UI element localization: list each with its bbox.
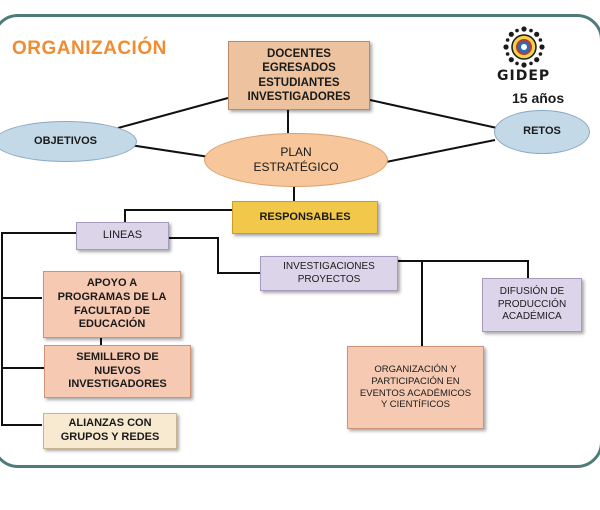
link-members-retos xyxy=(369,99,498,129)
semillero-box: SEMILLERO DE NUEVOS INVESTIGADORES xyxy=(44,345,191,398)
organizacion-box: ORGANIZACIÓN Y PARTICIPACIÓN EN EVENTOS … xyxy=(347,346,484,429)
investigaciones-box: INVESTIGACIONES PROYECTOS xyxy=(260,256,398,291)
page-title: ORGANIZACIÓN xyxy=(12,38,167,59)
left-bracket xyxy=(1,232,76,426)
plan-ellipse: PLAN ESTRATÉGICO xyxy=(204,133,388,187)
difusion-box: DIFUSIÓN DE PRODUCCIÓN ACADÉMICA xyxy=(482,278,582,332)
link-objetivos-members xyxy=(117,97,229,129)
gear-globe-icon xyxy=(503,26,545,68)
alianzas-box: ALIANZAS CON GRUPOS Y REDES xyxy=(43,413,177,449)
gidep-logo xyxy=(503,26,545,68)
link-plan-retos xyxy=(380,139,496,164)
objetivos-ellipse: OBJETIVOS xyxy=(0,121,137,162)
link-responsables-lineas xyxy=(124,209,234,222)
logo-subtitle: 15 años xyxy=(512,90,565,106)
link-lineas-investigaciones xyxy=(168,237,262,274)
responsables-box: RESPONSABLES xyxy=(232,201,378,234)
link-investigaciones-difusion xyxy=(397,260,529,278)
retos-ellipse: RETOS xyxy=(494,110,590,154)
lineas-box: LINEAS xyxy=(76,222,169,250)
logo-text: GIDEP xyxy=(497,68,551,84)
apoyo-box: APOYO A PROGRAMAS DE LA FACULTAD DE EDUC… xyxy=(43,271,181,338)
members-box: DOCENTES EGRESADOS ESTUDIANTES INVESTIGA… xyxy=(228,41,370,110)
